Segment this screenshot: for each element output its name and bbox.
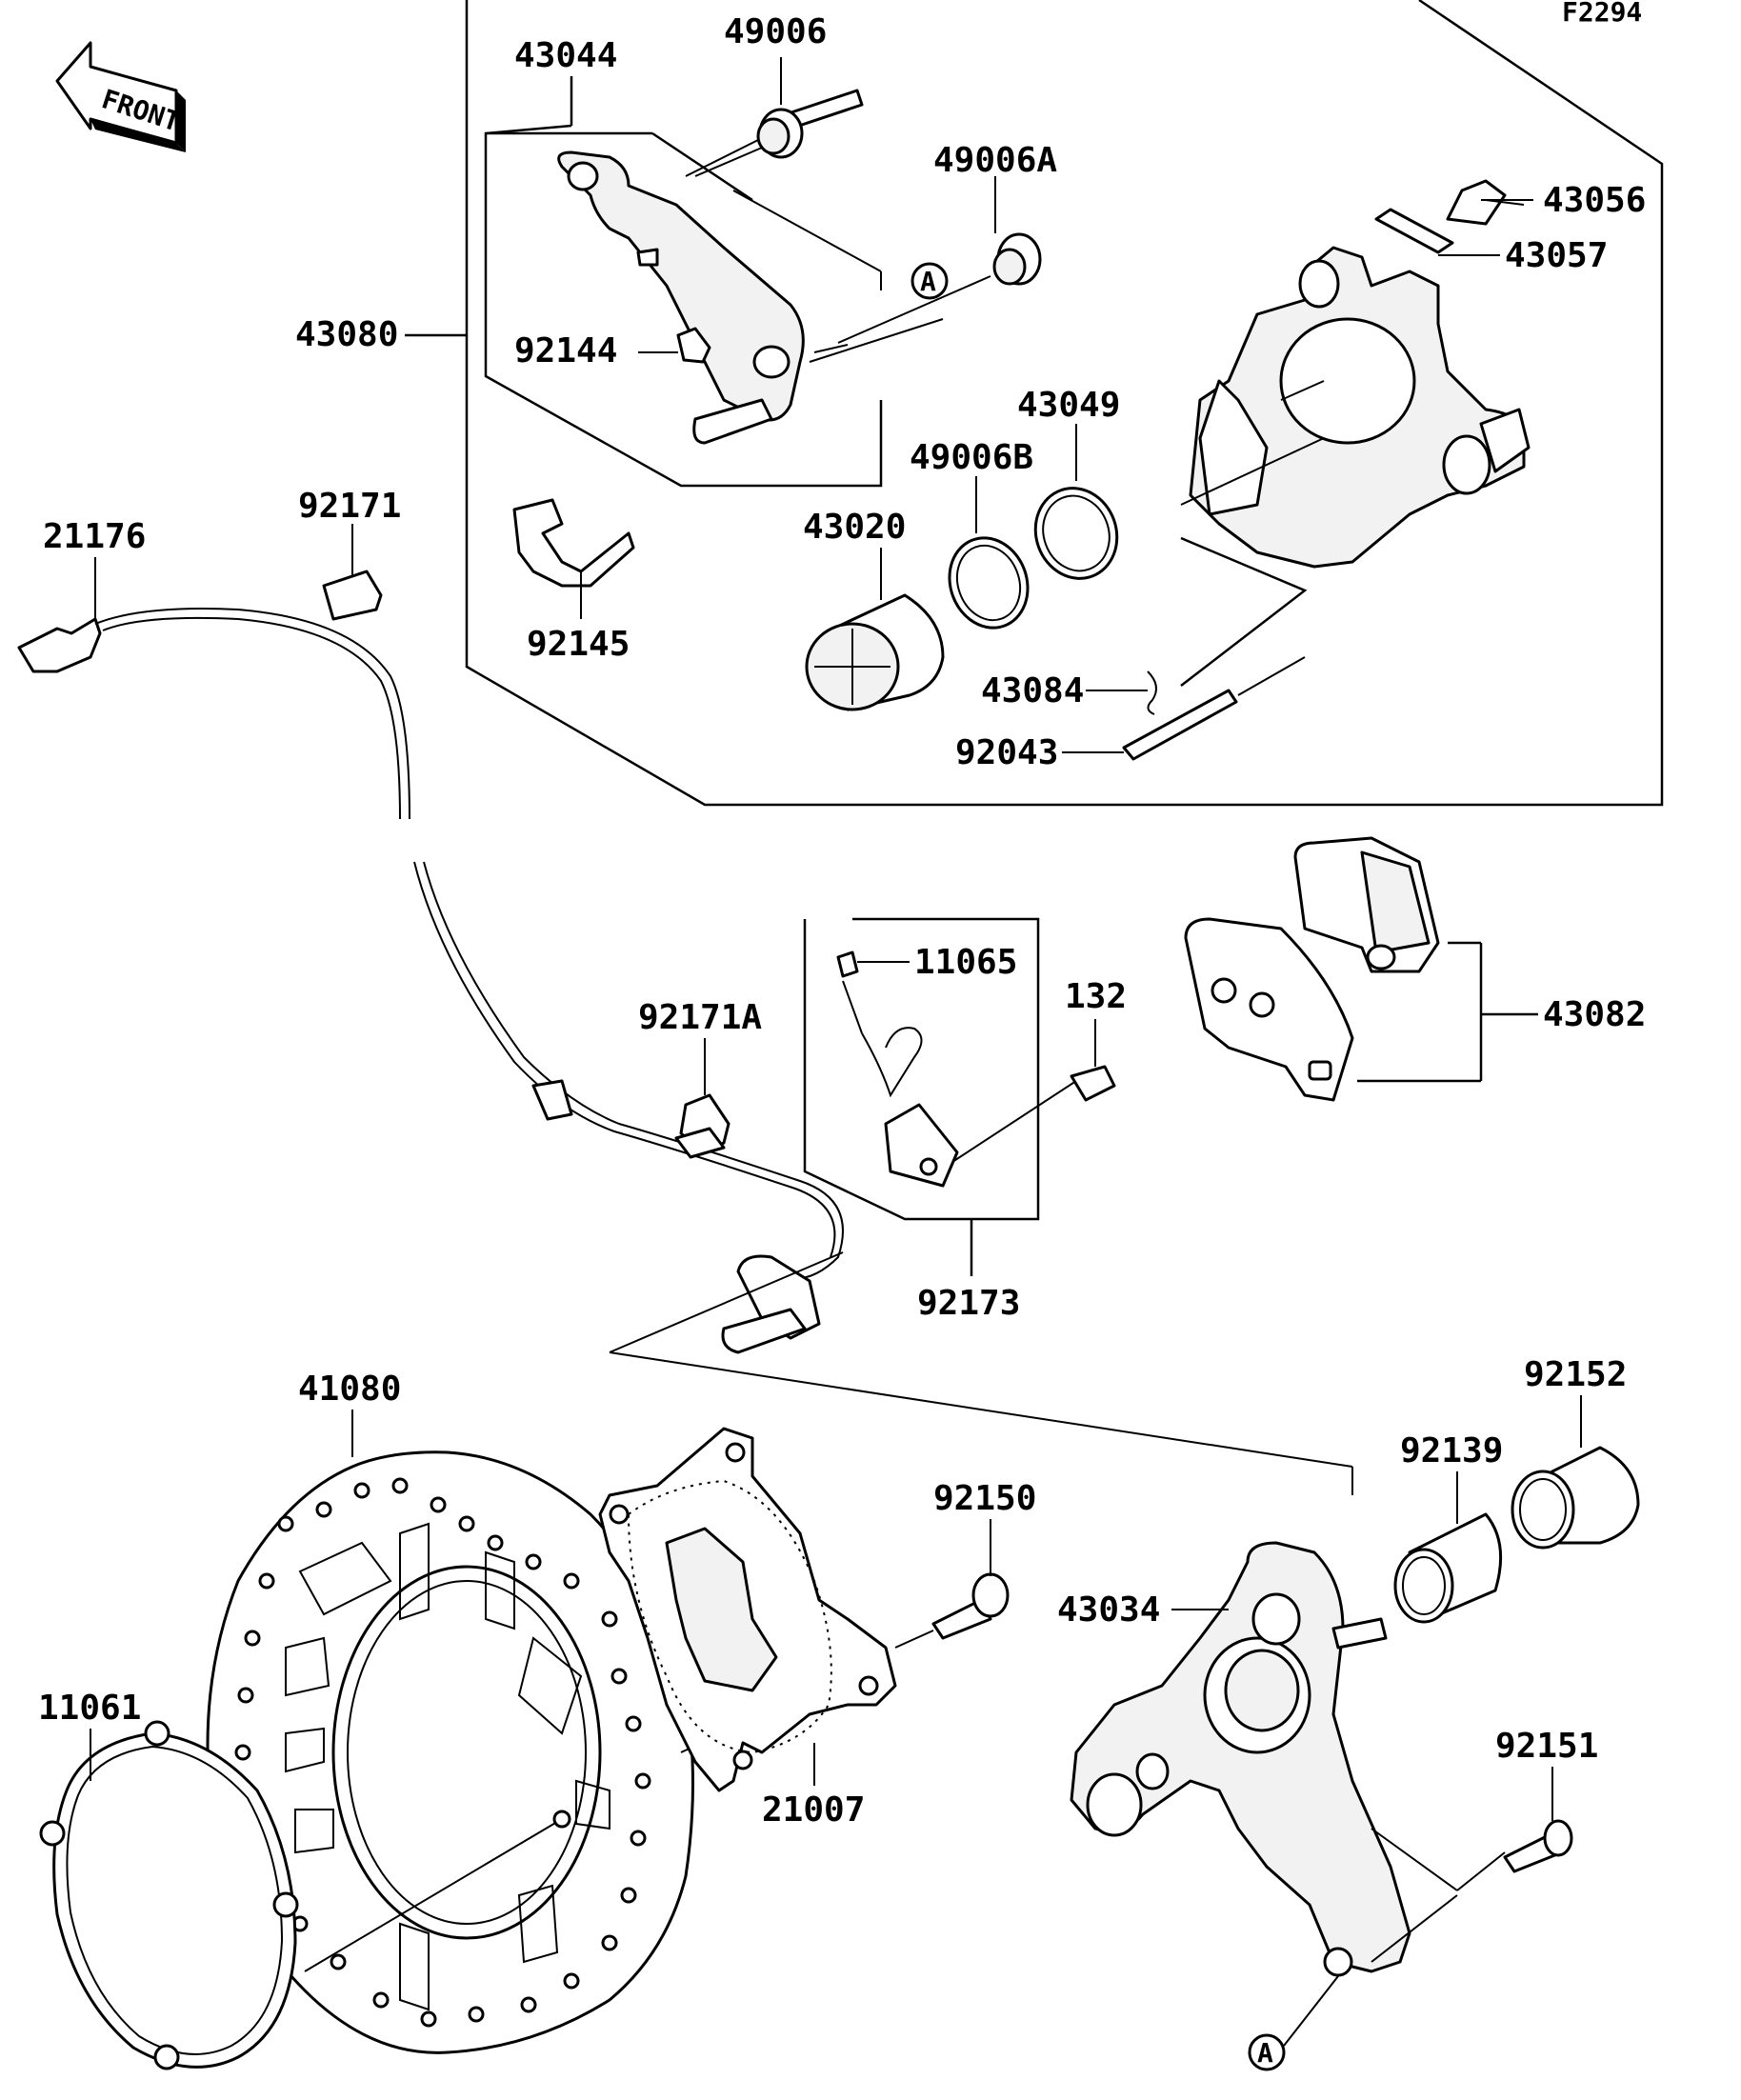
label-92139: 92139 [1400, 1431, 1503, 1470]
brake-disc-41080 [206, 1450, 694, 2054]
bushing-92152 [1511, 1446, 1640, 1550]
label-43082: 43082 [1543, 995, 1646, 1034]
label-49006A: 49006A [933, 141, 1057, 180]
label-43034: 43034 [1057, 1590, 1160, 1630]
label-92151: 92151 [1495, 1727, 1598, 1766]
bolt-132 [1070, 1065, 1116, 1102]
label-49006: 49006 [724, 12, 827, 51]
label-92171: 92171 [298, 487, 401, 526]
piston-seal-43049 [1033, 487, 1119, 580]
front-arrow-icon: FRONT [55, 41, 186, 152]
pad-pin-92043 [1122, 656, 1306, 761]
abs-sensor-cable-21176 [17, 608, 844, 1280]
label-43056: 43056 [1543, 181, 1646, 220]
piston-43020 [805, 593, 945, 711]
label-41080: 41080 [298, 1370, 401, 1409]
label-49006B: 49006B [910, 438, 1033, 477]
label-92043: 92043 [955, 733, 1058, 772]
label-43084: 43084 [981, 671, 1084, 710]
bleeder-cap-43057 [1374, 208, 1454, 254]
clamp-92171A [674, 1093, 730, 1159]
label-21007: 21007 [762, 1790, 865, 1830]
label-92150: 92150 [933, 1479, 1036, 1518]
gasket-11061 [39, 1720, 299, 2070]
label-43080: 43080 [295, 315, 398, 354]
label-92145: 92145 [527, 625, 630, 664]
bolt-92150 [894, 1572, 1010, 1649]
part-labels: 43044 49006 49006A 43056 43057 43080 921… [38, 12, 1646, 1830]
abs-sensor-head [721, 1254, 821, 1354]
brake-pads-43082 [1184, 836, 1538, 1102]
label-43049: 43049 [1017, 386, 1120, 425]
label-92144: 92144 [514, 331, 617, 370]
pin-clip-43084 [1147, 670, 1157, 715]
label-43057: 43057 [1505, 236, 1608, 275]
label-92171A: 92171A [638, 998, 762, 1037]
label-21176: 21176 [43, 517, 146, 556]
dust-seal-49006B [948, 536, 1030, 630]
caliper-bracket-43034 [1070, 1541, 1411, 1977]
leader-lines [90, 57, 1582, 1821]
label-92152: 92152 [1524, 1355, 1627, 1394]
figure-code: F2294 [1562, 0, 1642, 28]
clip-92144 [676, 327, 711, 364]
ref-marker-bottom: A [1257, 2037, 1273, 2069]
boot-49006A [837, 232, 1042, 344]
label-132: 132 [1065, 977, 1127, 1016]
bleeder-valve-43056 [1446, 179, 1525, 226]
abs-rotor-21007 [598, 1427, 897, 1792]
label-92173: 92173 [917, 1284, 1020, 1323]
sensor-bracket-92173 [861, 1027, 1077, 1188]
pad-spring-92145 [512, 498, 635, 588]
label-43044: 43044 [514, 36, 617, 75]
connector-92171 [322, 570, 383, 621]
caliper-body [1180, 246, 1531, 569]
bolt-92151 [1503, 1819, 1573, 1873]
collar-92139 [1393, 1512, 1503, 1624]
caliper-bracket-43044 [557, 132, 944, 445]
cap-11065 [836, 950, 863, 1034]
ref-marker-top: A [920, 266, 936, 297]
label-11061: 11061 [38, 1689, 141, 1728]
boot-49006 [694, 89, 864, 177]
label-11065: 11065 [914, 943, 1017, 982]
label-43020: 43020 [803, 508, 906, 547]
